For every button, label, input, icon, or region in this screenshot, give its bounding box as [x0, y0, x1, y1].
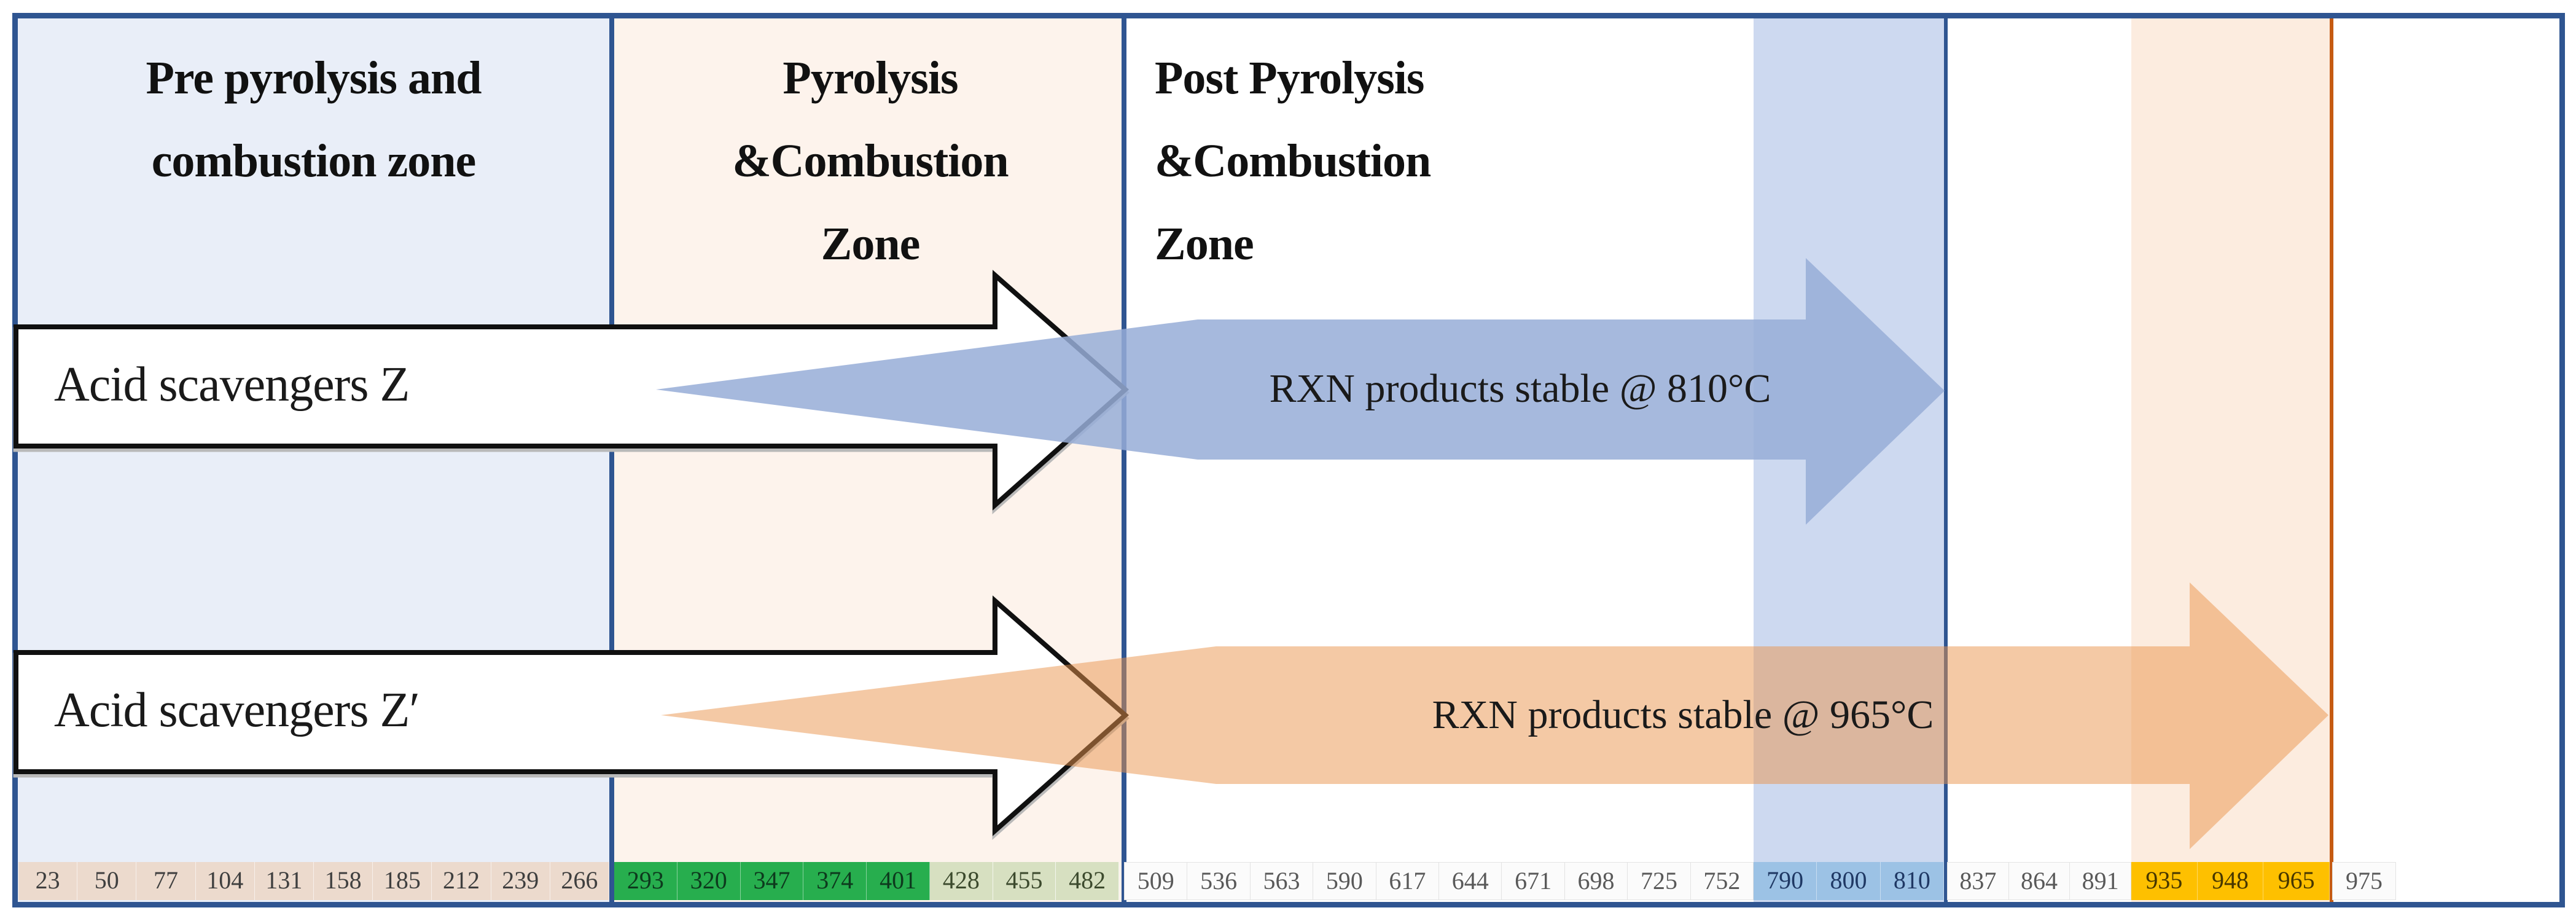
zone-header-post-pyrolysis: Post Pyrolysis &Combustion Zone: [1155, 37, 2015, 286]
zone-header-pre-pyrolysis: Pre pyrolysis and combustion zone: [18, 37, 609, 203]
acid-scavengers-z-prime-box-arrow: [14, 595, 1130, 836]
zone-header-line: combustion zone: [151, 135, 477, 187]
temp-cell: 800: [1817, 862, 1881, 900]
temp-cell: 975: [2332, 862, 2396, 900]
rxn-stable-810-label: RXN products stable @ 810°C: [1269, 366, 1771, 411]
zone-header-line: Post Pyrolysis: [1155, 52, 1424, 104]
temp-cell: 104: [195, 862, 255, 900]
temp-cell: 590: [1313, 862, 1376, 900]
temp-cell: 482: [1056, 862, 1120, 900]
acid-scavengers-z-label: Acid scavengers Z: [54, 358, 410, 412]
zone-header-line: &Combustion: [1155, 135, 1431, 187]
zone-separator-line-2: [1122, 18, 1126, 902]
zone-header-pyrolysis: Pyrolysis &Combustion Zone: [619, 37, 1122, 286]
band-810-edge-line: [1944, 18, 1948, 902]
temp-cell: 864: [2008, 862, 2071, 900]
temp-cell: 158: [314, 862, 373, 900]
temp-cell: 536: [1187, 862, 1251, 900]
temp-cell: 428: [930, 862, 993, 900]
band-965-edge-line: [2330, 18, 2333, 902]
zone-separator-line-1: [609, 18, 614, 902]
temp-cell: 374: [803, 862, 867, 900]
zone-header-line: Zone: [821, 218, 921, 270]
temp-cell: 131: [254, 862, 314, 900]
acid-scavengers-z-prime-label: Acid scavengers Z′: [54, 683, 420, 737]
temp-cell: 948: [2197, 862, 2264, 900]
temp-cell: 810: [1880, 862, 1944, 900]
temp-cell: 790: [1754, 862, 1817, 900]
temp-cell: 509: [1124, 862, 1188, 900]
temp-cell: 23: [18, 862, 78, 900]
temp-cell: 50: [77, 862, 137, 900]
temp-cell: 347: [740, 862, 804, 900]
zone-header-line: &Combustion: [732, 135, 1009, 187]
temp-cell: 698: [1564, 862, 1628, 900]
temp-cell: 965: [2263, 862, 2330, 900]
temp-cell: 752: [1690, 862, 1754, 900]
rxn-stable-965-label: RXN products stable @ 965°C: [1432, 692, 1934, 737]
temp-cell: 239: [491, 862, 550, 900]
temp-cell: 185: [373, 862, 432, 900]
temp-cell: 644: [1439, 862, 1502, 900]
temp-cell: 671: [1502, 862, 1565, 900]
flow-arrow-965: [661, 582, 2328, 849]
temp-cell: 837: [1947, 862, 2009, 900]
temp-cell: 320: [677, 862, 741, 900]
acid-scavengers-z-box-arrow: [14, 270, 1130, 511]
temp-cell: 725: [1628, 862, 1691, 900]
temp-cell: 77: [136, 862, 196, 900]
temp-cell: 401: [867, 862, 930, 900]
figure-border: [12, 13, 2565, 907]
temp-cell: 212: [432, 862, 491, 900]
zone-header-line: Pre pyrolysis and: [146, 52, 482, 104]
temp-cell: 935: [2131, 862, 2198, 900]
flow-arrow-810: [656, 258, 1945, 525]
temp-cell: 455: [993, 862, 1056, 900]
zone-header-line: Zone: [1155, 218, 1254, 270]
temp-cell: 266: [550, 862, 610, 900]
temp-cell: 617: [1376, 862, 1440, 900]
temp-cell: 563: [1250, 862, 1314, 900]
zone-header-line: Pyrolysis: [783, 52, 958, 104]
temp-cell: 891: [2070, 862, 2132, 900]
temp-cell: 293: [614, 862, 677, 900]
temp-scale-group-white3: 975: [2332, 862, 2396, 900]
